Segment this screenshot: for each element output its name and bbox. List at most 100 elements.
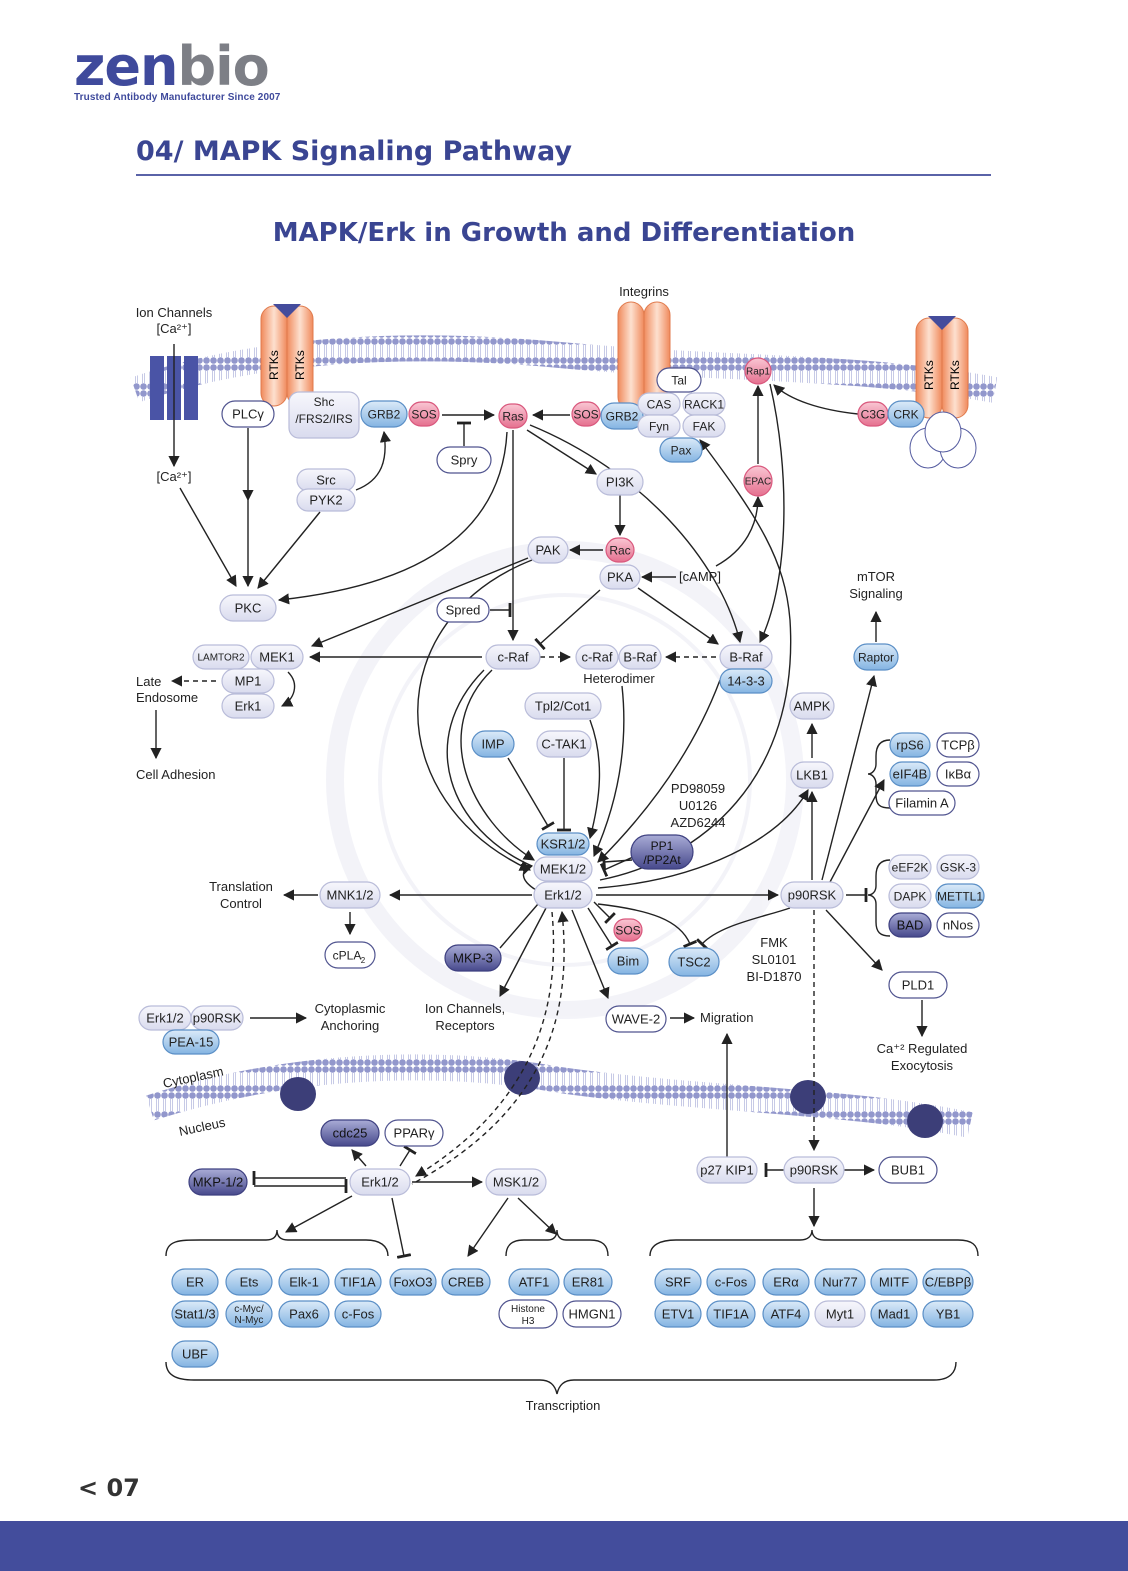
node-shape-craf-het	[575, 644, 619, 670]
node-label-pax6: Pax6	[289, 1307, 319, 1322]
label-integrins: Integrins	[619, 284, 669, 299]
node-label-foxo3: FoxO3	[393, 1275, 432, 1290]
label-bi-d1870: BI-D1870	[747, 969, 802, 984]
node-shape-pi3k	[596, 468, 644, 496]
node-mek1: MEK1	[250, 644, 304, 670]
node-shape-erk12-n	[349, 1168, 411, 1196]
node-tif1a-r: TIF1A	[706, 1300, 756, 1328]
node-label-p27: p27 KIP1	[700, 1163, 754, 1178]
node-shape-gsk3	[936, 854, 980, 880]
node-fyn: Fyn	[637, 414, 681, 438]
node-shape-sos-left	[408, 401, 440, 427]
node-cfos-l: c-Fos	[334, 1300, 382, 1328]
node-pax6: Pax6	[278, 1300, 330, 1328]
node-cmyc-a: c-Myc/N-Myc	[225, 1300, 273, 1328]
edge-msk-creb	[467, 1197, 509, 1257]
label-sl0101: SL0101	[752, 952, 797, 967]
edge-src-grb2	[355, 430, 391, 491]
node-label-mek1: MEK1	[259, 650, 294, 665]
node-label-tif1a-l: TIF1A	[340, 1275, 376, 1290]
node-atf1: ATF1	[508, 1268, 560, 1296]
node-label-histone-b: H3	[522, 1316, 535, 1327]
node-hmgn1: HMGN1	[562, 1300, 622, 1328]
node-shape-imp	[471, 730, 515, 758]
node-shape-rps6	[889, 732, 931, 758]
node-etv1: ETV1	[654, 1300, 702, 1328]
node-shape-ets	[225, 1268, 273, 1296]
footer-bar	[0, 1521, 1128, 1571]
label-cyto-anchor-2: Anchoring	[321, 1018, 380, 1033]
node-shape-mitf	[870, 1268, 918, 1296]
rtks-label-3: RTKs	[922, 360, 936, 390]
edge-pak-mek1	[310, 557, 529, 648]
node-raptor: Raptor	[853, 643, 899, 671]
node-label-bim: Bim	[617, 954, 639, 969]
node-shape-tif1a-r	[706, 1300, 756, 1328]
node-label-atf1: ATF1	[519, 1275, 550, 1290]
label-ca-exocytosis-1: Ca⁺² Regulated	[877, 1041, 968, 1056]
node-label-mp1: MP1	[235, 674, 262, 689]
node-label-braf: B-Raf	[729, 650, 763, 665]
edge-erk-feedback	[520, 863, 537, 891]
label-inhibitor-2: U0126	[679, 798, 717, 813]
node-myt1: Myt1	[814, 1300, 866, 1328]
node-shape-era	[762, 1268, 810, 1296]
node-shape-spred	[436, 597, 490, 623]
node-label-fyn: Fyn	[649, 419, 669, 433]
node-label-mkp12: MKP-1/2	[193, 1175, 244, 1190]
node-label-braf-het: B-Raf	[623, 650, 657, 665]
node-p90rsk: p90RSK	[780, 881, 844, 909]
node-crk: CRK	[887, 400, 925, 428]
label-translation-1: Translation	[209, 879, 273, 894]
node-label-filamin: Filamin A	[895, 796, 949, 811]
node-shape-mek1	[250, 644, 304, 670]
node-label-cebpb: C/EBPβ	[925, 1275, 972, 1290]
node-label-mnk: MNK1/2	[327, 888, 374, 903]
edge-erk-mkp3	[499, 903, 539, 949]
label-mtor-1: mTOR	[857, 569, 895, 584]
label-fmk: FMK	[760, 935, 788, 950]
label-ion-receptors-1: Ion Channels,	[425, 1001, 505, 1016]
edge-erkn-tf	[285, 1195, 353, 1233]
label-cyto-anchor-1: Cytoplasmic	[315, 1001, 386, 1016]
node-label-epac: EPAC	[745, 477, 772, 488]
node-label-rac: Rac	[609, 543, 630, 557]
brace-transcription	[165, 1361, 957, 1395]
node-label-mad1: Mad1	[878, 1307, 911, 1322]
label-translation-2: Control	[220, 896, 262, 911]
node-label-cmyc-b: N-Myc	[235, 1315, 264, 1326]
label-migration: Migration	[700, 1010, 753, 1025]
edge-pyk2-pkc	[257, 511, 321, 589]
node-label-pka: PKA	[607, 570, 633, 585]
node-label-stat: Stat1/3	[174, 1307, 215, 1322]
node-label-cfos-l: c-Fos	[342, 1307, 375, 1322]
node-label-era: ERα	[773, 1275, 799, 1290]
label-cell-adhesion: Cell Adhesion	[136, 767, 216, 782]
node-label-craf-het: c-Raf	[581, 650, 612, 665]
node-label-src: Src	[316, 473, 336, 488]
node-label-cdc25: cdc25	[333, 1126, 368, 1141]
brand-tagline: Trusted Antibody Manufacturer Since 2007	[74, 92, 281, 103]
node-yb1: YB1	[922, 1300, 974, 1328]
node-shape-nnos	[936, 912, 980, 938]
node-label-raptor: Raptor	[858, 650, 894, 664]
brace-erk-targets	[165, 1229, 389, 1257]
brand-logo: zenbio Trusted Antibody Manufacturer Sin…	[74, 40, 281, 104]
node-label-tif1a-r: TIF1A	[713, 1307, 749, 1322]
node-braf-het: B-Raf	[618, 644, 662, 670]
node-mnk: MNK1/2	[319, 881, 381, 909]
node-label-rps6: rpS6	[896, 738, 923, 753]
node-shape-pak	[527, 536, 569, 564]
node-ctak1: C-TAK1	[536, 730, 592, 758]
node-label-wave2: WAVE-2	[612, 1012, 660, 1027]
node-msk: MSK1/2	[485, 1168, 547, 1196]
node-shape-raptor	[853, 643, 899, 671]
node-mettl1: METTL1	[935, 883, 985, 909]
node-shape-pld1	[888, 971, 948, 999]
node-shape-sos-small	[613, 918, 643, 942]
node-shape-pax6	[278, 1300, 330, 1328]
node-shape-plcg	[221, 400, 275, 428]
node-label-ampk: AMPK	[794, 699, 831, 714]
node-pak: PAK	[527, 536, 569, 564]
